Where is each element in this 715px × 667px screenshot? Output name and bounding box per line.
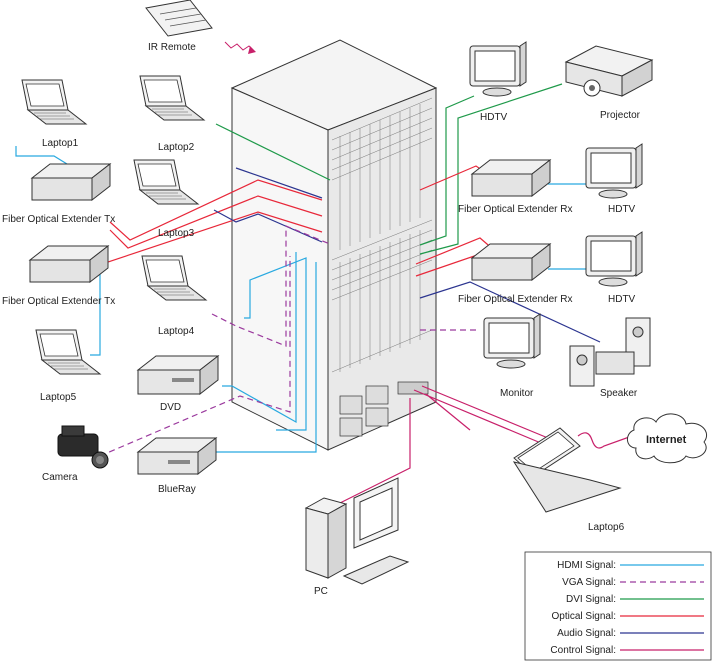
matrix-switcher xyxy=(230,39,438,451)
fiber-tx-2-label: Fiber Optical Extender Tx xyxy=(2,296,115,307)
hdtv-1-icon xyxy=(585,143,643,199)
laptop4-label: Laptop4 xyxy=(158,326,195,337)
dvd-icon xyxy=(136,354,220,396)
blueray-label: BlueRay xyxy=(158,484,196,495)
monitor-label: Monitor xyxy=(500,388,534,399)
internet-cloud-icon xyxy=(627,413,708,464)
fiber-rx-2-label: Fiber Optical Extender Rx xyxy=(458,294,573,305)
ir-remote-label: IR Remote xyxy=(148,42,196,53)
hdtv-2-icon xyxy=(585,231,643,287)
laptop6-icon xyxy=(512,427,622,513)
fiber-tx-1-label: Fiber Optical Extender Tx xyxy=(2,214,115,225)
projector-icon xyxy=(564,45,654,97)
legend-label-vga: VGA Signal: xyxy=(562,577,616,588)
legend-label-audio: Audio Signal: xyxy=(557,628,616,639)
fiber-rx-2-icon xyxy=(471,243,551,281)
pc-label: PC xyxy=(314,586,328,597)
legend-label-optical: Optical Signal: xyxy=(552,611,616,622)
legend: HDMI Signal: VGA Signal: DVI Signal: Opt… xyxy=(524,551,712,661)
blueray-icon xyxy=(136,436,218,476)
laptop1-label: Laptop1 xyxy=(42,138,79,149)
camera-icon xyxy=(57,425,109,469)
projector-label: Projector xyxy=(600,110,641,121)
fiber-tx-2-icon xyxy=(29,245,109,283)
laptop2-label: Laptop2 xyxy=(158,142,195,153)
fiber-rx-1-icon xyxy=(471,159,551,197)
laptop3-label: Laptop3 xyxy=(158,228,195,239)
hdtv-top-label: HDTV xyxy=(480,112,508,123)
monitor-icon xyxy=(483,313,541,369)
legend-label-dvi: DVI Signal: xyxy=(566,594,616,605)
laptop2-icon xyxy=(139,75,205,121)
speaker-icon xyxy=(569,317,651,387)
hdtv-top-icon xyxy=(469,41,527,97)
internet-label: Internet xyxy=(646,434,687,446)
fiber-rx-1-label: Fiber Optical Extender Rx xyxy=(458,204,573,215)
laptop3-icon xyxy=(133,159,199,205)
fiber-tx-1-icon xyxy=(31,163,111,201)
speaker-label: Speaker xyxy=(600,388,638,399)
legend-box xyxy=(524,551,712,661)
ir-remote-icon xyxy=(145,0,213,37)
laptop1-icon xyxy=(21,79,87,125)
pc-icon xyxy=(304,477,410,585)
laptop5-icon xyxy=(35,329,101,375)
laptop6-label: Laptop6 xyxy=(588,522,625,533)
hdtv-1-label: HDTV xyxy=(608,204,636,215)
dvd-label: DVD xyxy=(160,402,181,413)
laptop5-label: Laptop5 xyxy=(40,392,77,403)
legend-label-control: Control Signal: xyxy=(550,645,616,656)
laptop4-icon xyxy=(141,255,207,301)
legend-label-hdmi: HDMI Signal: xyxy=(557,560,616,571)
camera-label: Camera xyxy=(42,472,78,483)
hdtv-2-label: HDTV xyxy=(608,294,636,305)
